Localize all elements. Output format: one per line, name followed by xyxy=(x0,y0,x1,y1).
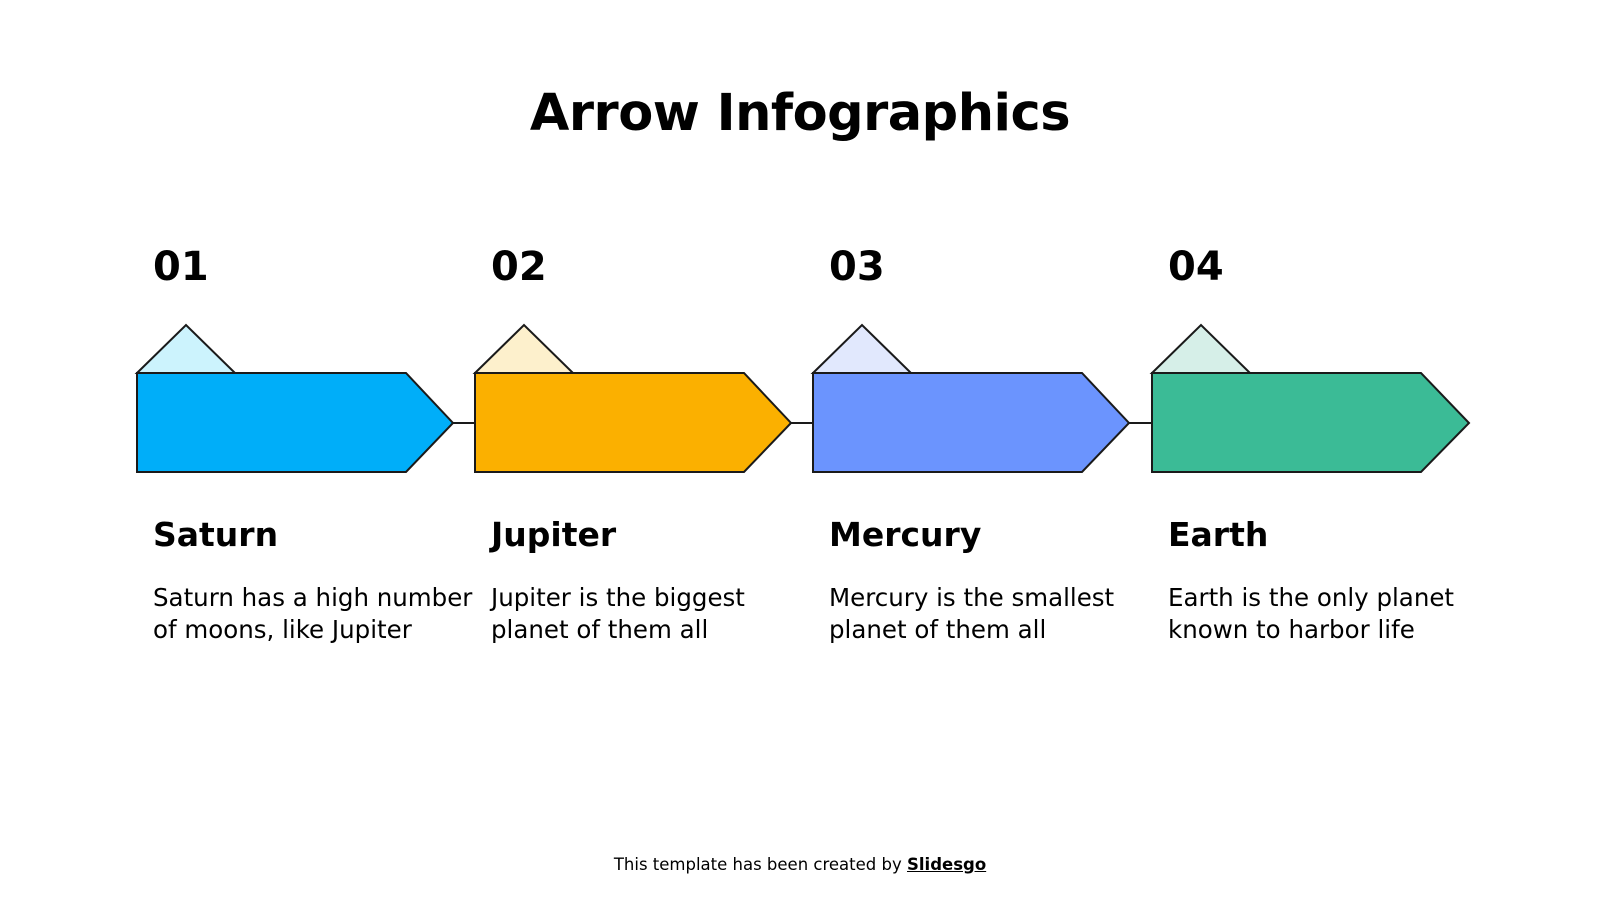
step-name: Earth xyxy=(1168,515,1269,554)
step-name: Jupiter xyxy=(491,515,617,554)
step-name: Mercury xyxy=(829,515,982,554)
slide-title: Arrow Infographics xyxy=(529,84,1071,143)
tab-triangle-3 xyxy=(810,323,914,374)
footer-prefix: This template has been created by xyxy=(613,855,907,874)
tab-triangle-2 xyxy=(472,323,576,374)
slidesgo-link[interactable]: Slidesgo xyxy=(907,855,987,874)
step-description: Jupiter is the biggest planet of them al… xyxy=(491,583,745,644)
step-number: 02 xyxy=(491,244,547,290)
footer-credit: This template has been created by Slides… xyxy=(0,855,1600,874)
arrow-shape-2 xyxy=(474,372,793,473)
step-number: 03 xyxy=(829,244,885,290)
arrow-shape-1 xyxy=(136,372,455,473)
step-name: Saturn xyxy=(153,515,279,554)
step-description: Mercury is the smallest planet of them a… xyxy=(829,583,1115,644)
step-description: Saturn has a high number of moons, like … xyxy=(153,583,473,644)
step-number: 01 xyxy=(153,244,209,290)
step-description: Earth is the only planet known to harbor… xyxy=(1168,583,1455,644)
arrow-shape-3 xyxy=(812,372,1131,473)
tab-triangle-1 xyxy=(134,323,238,374)
tab-triangle-4 xyxy=(1149,323,1253,374)
step-number: 04 xyxy=(1168,244,1224,290)
arrow-shape-4 xyxy=(1151,372,1471,473)
